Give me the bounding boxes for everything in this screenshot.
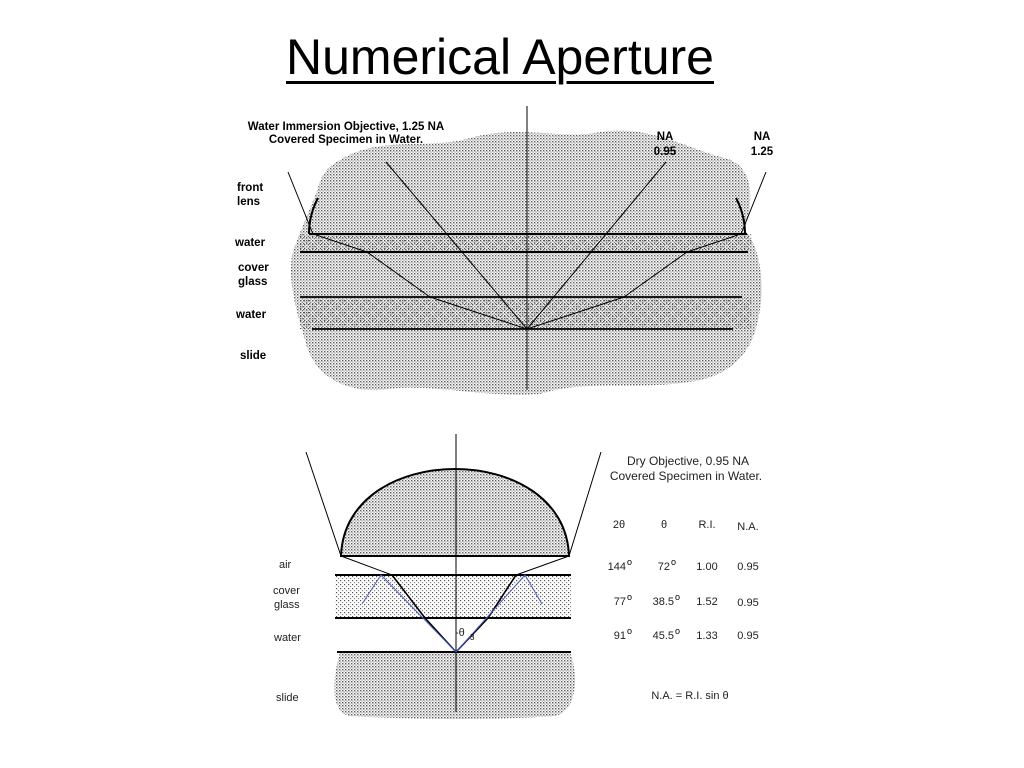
na-formula: N.A. = R.I. sin θ xyxy=(651,690,728,702)
degree-sup: o xyxy=(671,557,676,567)
na-value-095: 0.95 xyxy=(654,146,677,158)
row2-theta: 38.5 xyxy=(653,596,674,608)
table-header-theta: θ xyxy=(661,519,667,531)
table-header-na: N.A. xyxy=(737,521,758,533)
degree-sup: o xyxy=(675,592,680,602)
row2-2theta: 77 xyxy=(614,596,626,608)
angle-table-row: 77 o 38.5 o 1.52 0.95 xyxy=(614,592,759,609)
degree-sup: o xyxy=(675,626,680,636)
row1-theta: 72 xyxy=(658,561,670,573)
angle-table-header: 2θ θ R.I. N.A. xyxy=(613,519,759,533)
water-objective-subheading: Covered Specimen in Water. xyxy=(269,134,423,146)
water-label-dry: water xyxy=(273,632,301,644)
degree-sup: o xyxy=(627,557,632,567)
water-label-bottom: water xyxy=(235,309,267,321)
front-lens-label-1: front xyxy=(237,182,263,194)
water-layer-lower xyxy=(300,297,752,329)
na-label-left: NA xyxy=(657,131,674,143)
angle-table-row: 144 o 72 o 1.00 0.95 xyxy=(608,557,759,573)
slide-label-top: slide xyxy=(240,350,266,362)
row1-ri: 1.00 xyxy=(696,561,717,573)
cover-label-bottom: cover xyxy=(273,585,300,597)
theta3-subscript: 3 xyxy=(470,633,475,642)
table-header-2theta: 2θ xyxy=(613,519,625,531)
degree-sup: o xyxy=(627,592,632,602)
dry-objective-subheading: Covered Specimen in Water. xyxy=(610,469,762,483)
angle-table-row: 91 o 45.5 o 1.33 0.95 xyxy=(614,626,759,642)
row3-na: 0.95 xyxy=(737,630,758,642)
row2-na: 0.95 xyxy=(737,597,758,609)
glass-label-top: glass xyxy=(238,276,267,288)
specimen-blob-top xyxy=(290,130,762,395)
ray-cones-top xyxy=(287,161,767,330)
cover-glass-fill xyxy=(335,575,571,618)
slide-title: Numerical Aperture xyxy=(286,29,714,85)
blue-ray-paths xyxy=(361,574,543,653)
row2-ri: 1.52 xyxy=(696,596,717,608)
slide-fill xyxy=(334,652,575,719)
dry-lens-hemisphere xyxy=(339,468,571,557)
degree-sup: o xyxy=(627,626,632,636)
na-value-125: 1.25 xyxy=(751,146,774,158)
theta3-label: -θ xyxy=(455,627,465,639)
na-label-right: NA xyxy=(754,131,771,143)
row3-2theta: 91 xyxy=(614,630,626,642)
table-header-ri: R.I. xyxy=(698,519,715,531)
dry-objective-diagram: -θ 3 air cover glass water slide Dry Obj… xyxy=(273,434,762,719)
water-layer-top xyxy=(300,234,752,252)
water-label-top: water xyxy=(234,237,266,249)
row1-na: 0.95 xyxy=(737,561,758,573)
cover-label-top: cover xyxy=(238,262,269,274)
water-immersion-diagram: Water Immersion Objective, 1.25 NA Cover… xyxy=(234,106,774,395)
front-lens-label-2: lens xyxy=(237,196,260,208)
glass-label-bottom: glass xyxy=(274,599,300,611)
dry-outer-cone xyxy=(305,451,602,576)
front-lens-left-edge xyxy=(308,197,319,235)
dry-objective-heading: Dry Objective, 0.95 NA xyxy=(627,454,749,468)
row3-ri: 1.33 xyxy=(696,630,717,642)
front-lens-right-edge xyxy=(735,197,746,235)
slide-label-bottom: slide xyxy=(276,692,299,704)
air-label: air xyxy=(279,559,292,571)
row1-2theta: 144 xyxy=(608,561,626,573)
row3-theta: 45.5 xyxy=(653,630,674,642)
water-objective-heading: Water Immersion Objective, 1.25 NA xyxy=(248,121,444,133)
